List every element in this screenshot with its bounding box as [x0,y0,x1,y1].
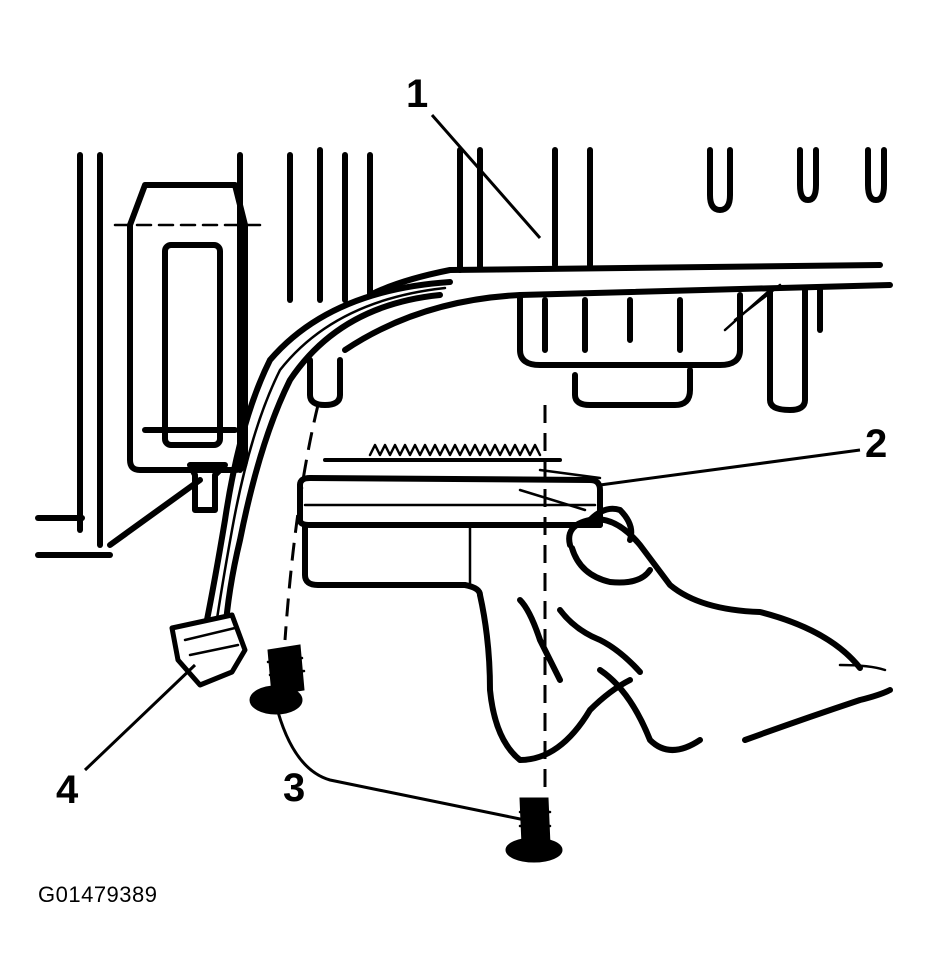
figure-id: G01479389 [38,882,158,907]
screws [249,404,563,863]
callout-4-label: 4 [56,768,79,812]
callout-3-label: 3 [283,766,306,810]
hand [477,505,893,763]
callout-1-label: 1 [406,72,429,116]
callout-2-label: 2 [865,422,888,466]
wiring-harness [83,279,453,772]
actuator [297,443,861,598]
upper-housing [35,114,893,558]
